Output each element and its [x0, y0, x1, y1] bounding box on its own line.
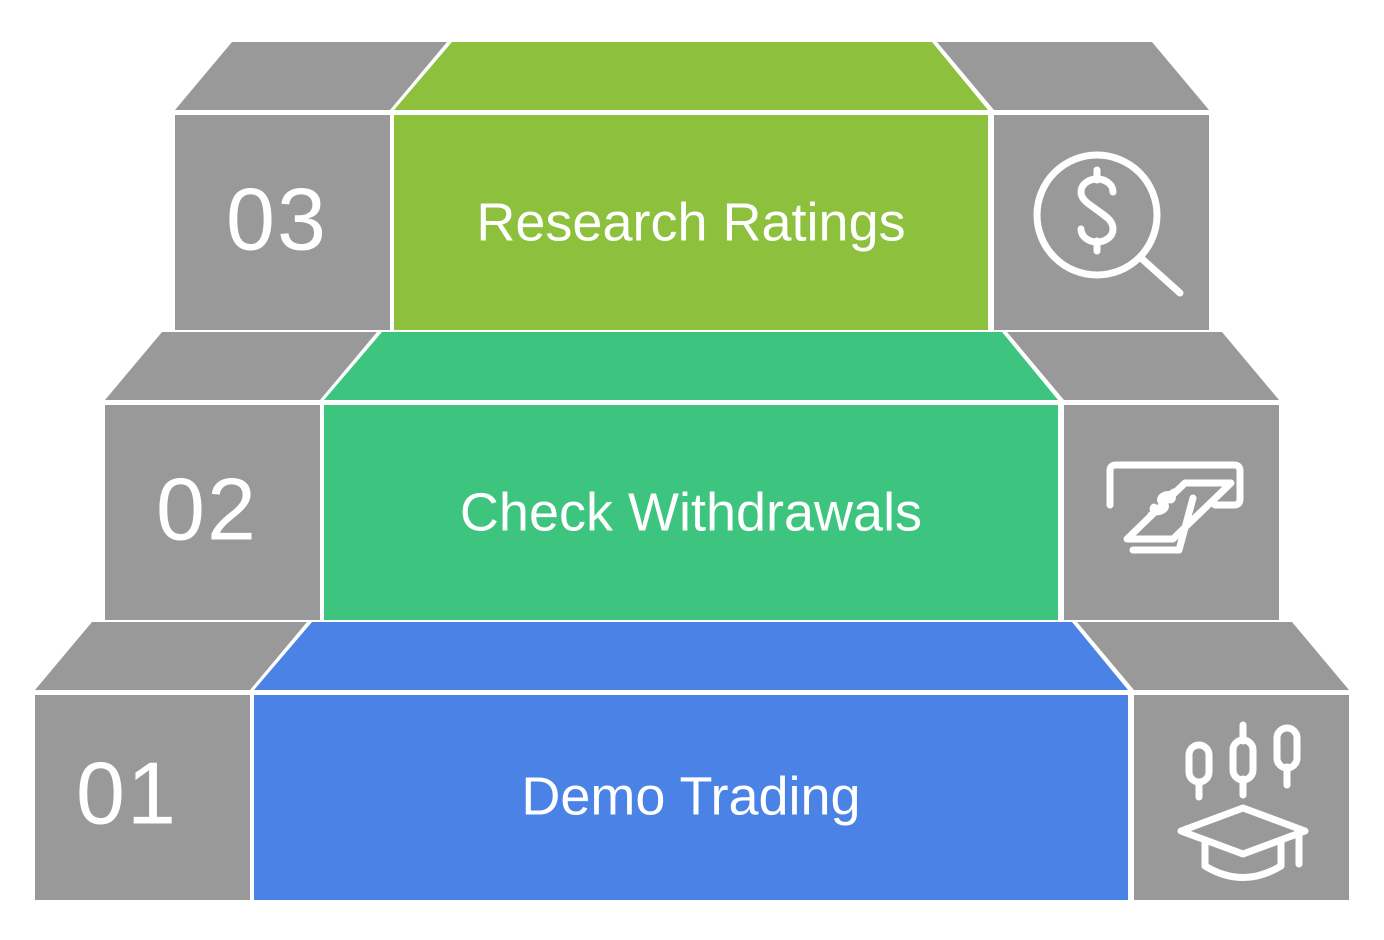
step-02-number-panel[interactable] [105, 405, 320, 620]
step-02-right-top-surface [1007, 332, 1279, 400]
step-01-number-panel[interactable] [35, 695, 250, 900]
step-02-label: Check Withdrawals [460, 482, 922, 542]
step-03-right-top-surface [937, 42, 1209, 110]
step-01-number: 01 [76, 743, 178, 842]
step-03-group[interactable]: 03 Research Ratings [175, 42, 1209, 330]
step-01-group[interactable]: 01 Demo Trading [35, 622, 1349, 900]
step-03-number: 03 [226, 169, 328, 268]
step-02-left-top-surface [105, 332, 377, 400]
step-02-center-top-surface [324, 332, 1058, 400]
step-03-center-top-surface [394, 42, 988, 110]
step-02-icon-panel[interactable] [1064, 405, 1279, 620]
step-01-right-top-surface [1077, 622, 1349, 690]
step-01-label: Demo Trading [521, 766, 860, 826]
step-02-label-panel[interactable] [324, 405, 1058, 620]
step-03-icon-panel[interactable] [994, 115, 1209, 330]
candlestick-chart-graduation-cap-icon [1177, 721, 1309, 881]
step-01-center-top-surface [254, 622, 1128, 690]
step-02-number: 02 [156, 459, 258, 558]
step-02-group[interactable]: 02 Check Withdrawals [105, 332, 1279, 620]
step-03-label: Research Ratings [476, 192, 905, 252]
step-03-label-panel[interactable] [394, 115, 988, 330]
cash-withdrawal-atm-icon [1106, 461, 1244, 554]
magnifier-dollar-icon [1033, 151, 1184, 297]
step-01-label-panel[interactable] [254, 695, 1128, 900]
step-01-left-top-surface [35, 622, 307, 690]
step-03-number-panel[interactable] [175, 115, 390, 330]
step-03-left-top-surface [175, 42, 447, 110]
